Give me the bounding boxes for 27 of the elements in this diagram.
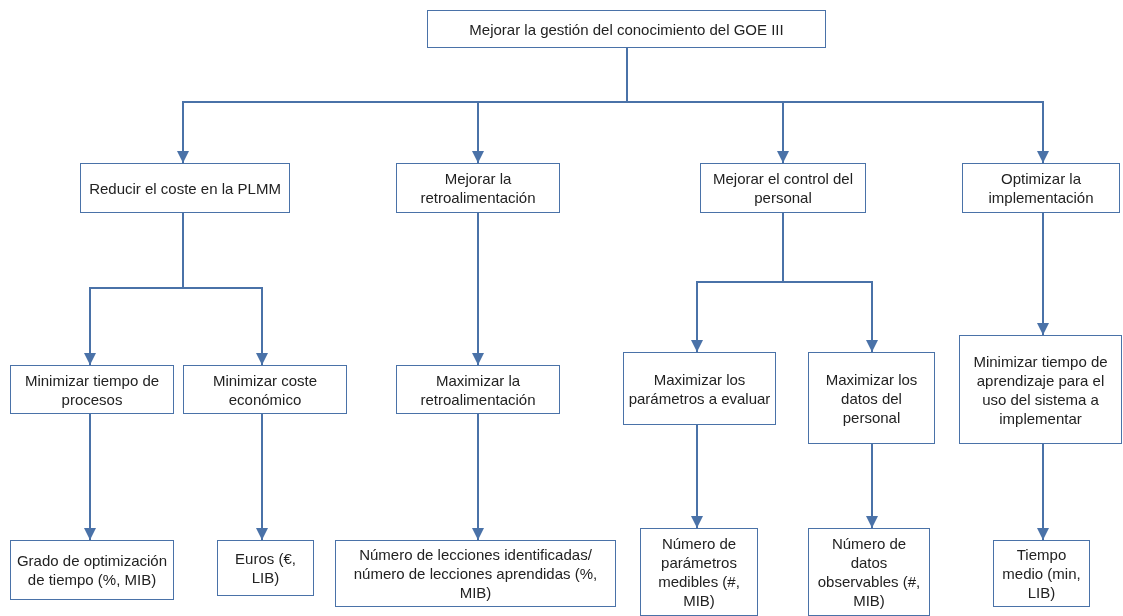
goal-box: Maximizar la retroalimentación bbox=[396, 365, 560, 414]
goal-box: Número de datos observables (#, MIB) bbox=[808, 528, 930, 616]
arrow bbox=[256, 413, 268, 541]
arrow bbox=[472, 212, 484, 366]
goal-box: Minimizar tiempo de procesos bbox=[10, 365, 174, 414]
arrow bbox=[866, 443, 878, 529]
goal-box: Mejorar la retroalimentación bbox=[396, 163, 560, 213]
goal-box: Número de parámetros medibles (#, MIB) bbox=[640, 528, 758, 616]
arrow bbox=[84, 413, 96, 541]
goal-box: Optimizar la implementación bbox=[962, 163, 1120, 213]
arrow bbox=[1037, 443, 1049, 541]
arrow bbox=[182, 212, 268, 366]
arrow bbox=[782, 212, 878, 353]
arrow bbox=[1037, 212, 1049, 336]
goal-box: Grado de optimización de tiempo (%, MIB) bbox=[10, 540, 174, 600]
goal-box: Minimizar coste económico bbox=[183, 365, 347, 414]
goal-box: Número de lecciones identificadas/ número de lecciones aprendidas (%, MIB) bbox=[335, 540, 616, 607]
goal-box: Mejorar el control del personal bbox=[700, 163, 866, 213]
arrow bbox=[472, 413, 484, 541]
goal-box: Tiempo medio (min, LIB) bbox=[993, 540, 1090, 607]
goal-box: Euros (€, LIB) bbox=[217, 540, 314, 596]
goal-box: Reducir el coste en la PLMM bbox=[80, 163, 290, 213]
arrow bbox=[691, 424, 703, 529]
goal-box: Minimizar tiempo de aprendizaje para el uso del sistema a implementar bbox=[959, 335, 1122, 444]
goal-box: Maximizar los parámetros a evaluar bbox=[623, 352, 776, 425]
goal-box: Maximizar los datos del personal bbox=[808, 352, 935, 444]
goal-box: Mejorar la gestión del conocimiento del GOE III bbox=[427, 10, 826, 48]
